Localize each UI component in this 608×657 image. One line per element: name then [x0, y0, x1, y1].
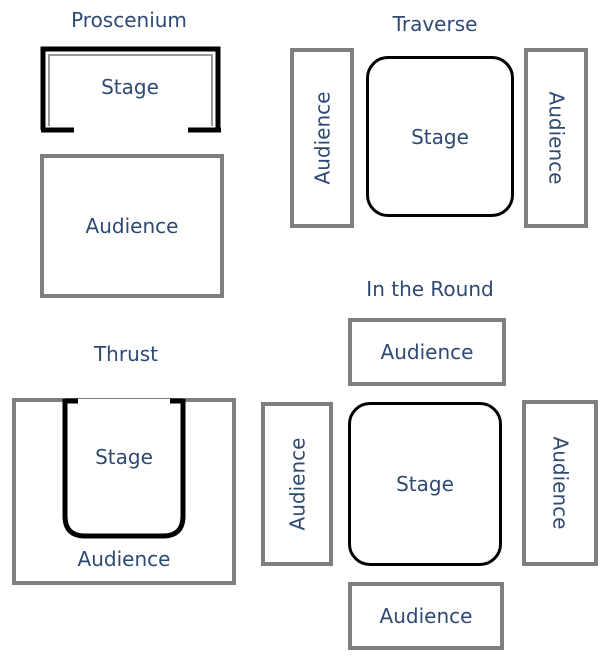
proscenium-stage-label: Stage: [101, 75, 159, 99]
round-audience-top-label: Audience: [380, 340, 474, 364]
thrust-stage-outline: [62, 398, 186, 539]
thrust-stage-label: Stage: [95, 445, 153, 469]
traverse-audience-left-label: Audience: [310, 91, 335, 185]
thrust-audience-label: Audience: [77, 547, 171, 571]
traverse-stage-label: Stage: [411, 124, 469, 149]
round-stage-label: Stage: [396, 472, 454, 496]
traverse-title: Traverse: [392, 12, 478, 36]
proscenium-title: Proscenium: [71, 8, 187, 32]
round-audience-bottom-label: Audience: [379, 604, 473, 628]
proscenium-audience-label: Audience: [85, 214, 179, 238]
round-audience-top-box: Audience: [348, 318, 506, 386]
round-audience-right-label: Audience: [548, 436, 573, 530]
traverse-stage-box: Stage: [366, 56, 514, 217]
proscenium-stage-outline: [40, 46, 221, 133]
traverse-audience-right-label: Audience: [544, 91, 569, 185]
thrust-title: Thrust: [93, 342, 159, 366]
round-audience-bottom-box: Audience: [348, 582, 504, 650]
round-audience-left-label: Audience: [285, 437, 310, 531]
traverse-audience-left-box: Audience: [290, 48, 354, 228]
round-stage-box: Stage: [348, 402, 502, 566]
round-audience-left-box: Audience: [261, 402, 333, 566]
in-the-round-title: In the Round: [366, 277, 494, 301]
proscenium-audience-box: Audience: [40, 154, 224, 298]
traverse-audience-right-box: Audience: [524, 48, 588, 228]
round-audience-right-box: Audience: [522, 400, 598, 566]
